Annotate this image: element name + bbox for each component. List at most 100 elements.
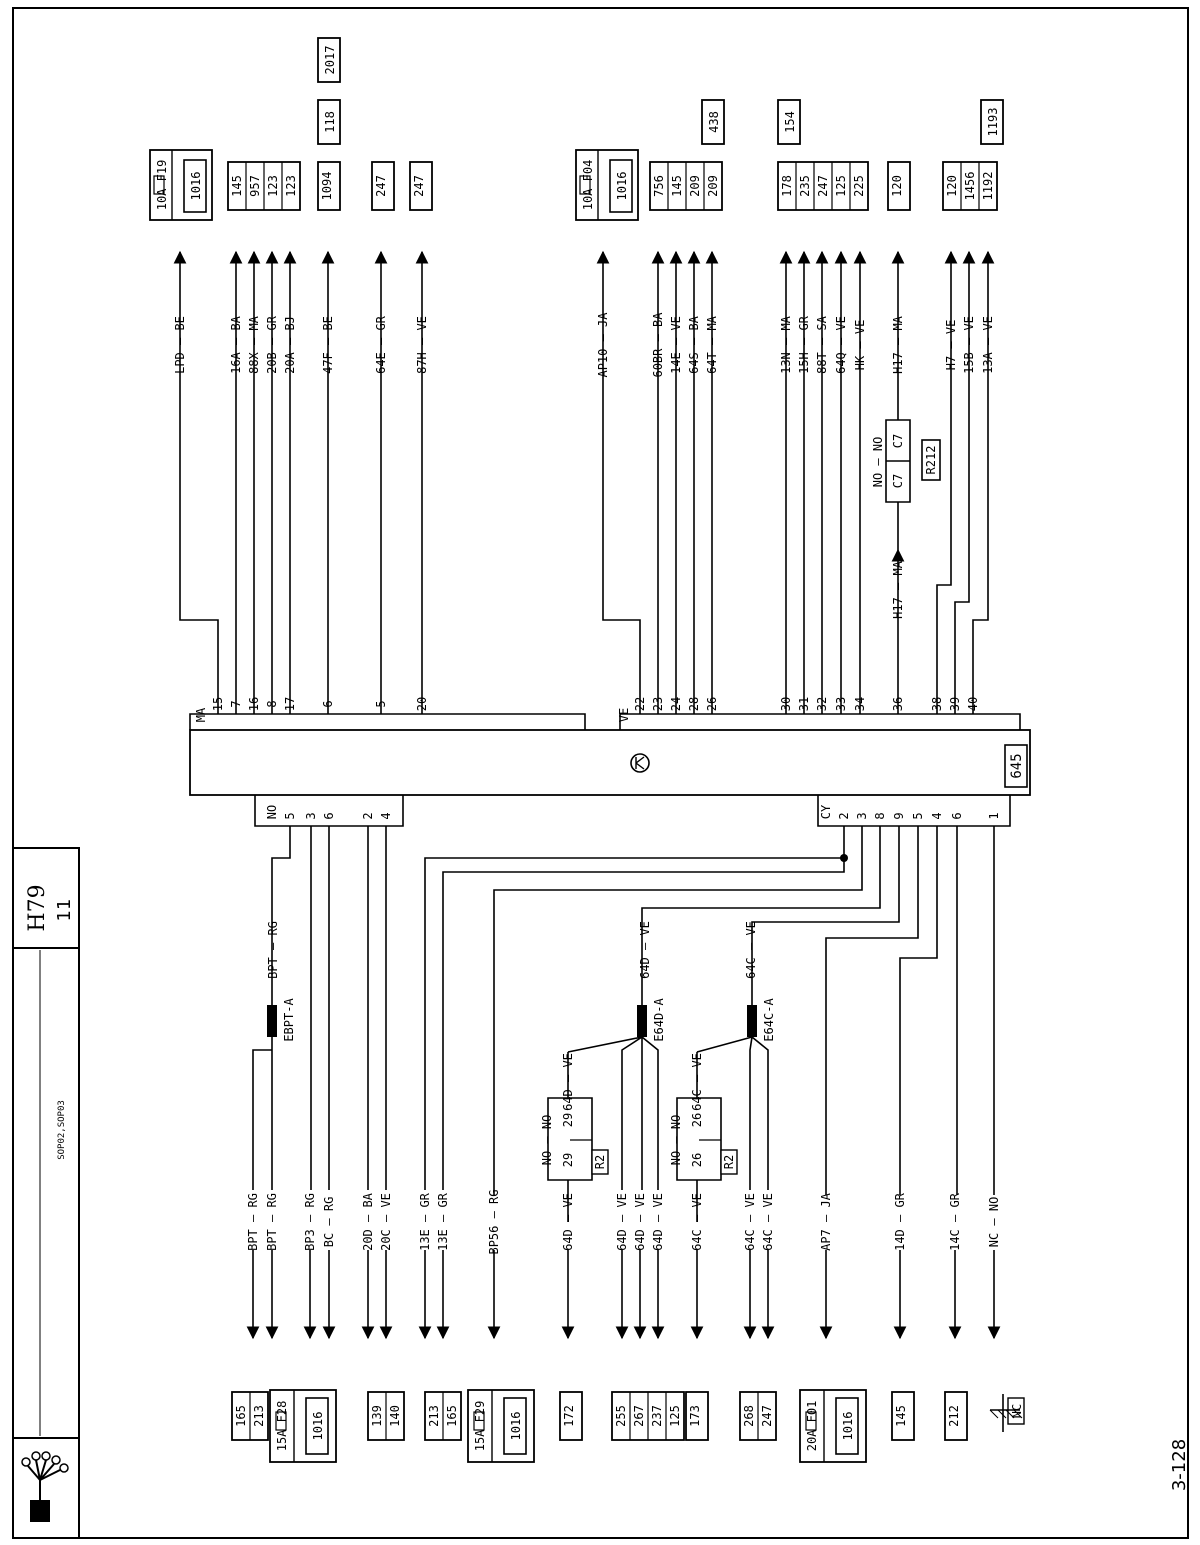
wire-label: 88T — SA: [815, 315, 829, 374]
connector-ve-label: VE: [617, 708, 631, 722]
svg-text:29: 29: [561, 1153, 575, 1167]
bottom-reference: 255 267 237 125: [611, 1391, 685, 1441]
wire-label: 15H — GR: [797, 315, 811, 374]
reference-number: 255: [614, 1405, 628, 1427]
variant-label: SOP02,SOP03: [57, 1100, 67, 1160]
reference-number: 140: [388, 1405, 402, 1427]
wire-label: 64D — VE: [633, 1193, 647, 1251]
pin-number: 3: [304, 812, 318, 819]
wire-label: 14C — GR: [948, 1192, 962, 1251]
wire-label: 64D — VE: [651, 1193, 665, 1251]
wire-label: 14E — VE: [669, 316, 683, 374]
relay-symbol-icon: [630, 753, 650, 773]
reference-number: 178: [780, 175, 794, 197]
fuse-box-number: 1016: [509, 1412, 523, 1441]
svg-text:29: 29: [561, 1113, 575, 1127]
reference-number: 120: [890, 175, 904, 197]
wire-label: 64Q — VE: [834, 316, 848, 374]
pin-number: 8: [873, 812, 887, 819]
component-id: 645: [1009, 753, 1025, 778]
wire-label: 47F — BE: [321, 316, 335, 374]
wire-label: 13N — MA: [779, 315, 793, 374]
fuse-label: 15A F28: [275, 1401, 289, 1452]
svg-text:64C — VE: 64C — VE: [690, 1053, 704, 1111]
connector-no-label: NO: [265, 805, 279, 819]
bottom-reference: 172: [559, 1391, 583, 1441]
reference-number: 123: [284, 175, 298, 197]
splice-ebpt-a: EBPT-A BPT — RG: [266, 921, 296, 1042]
reference-number: 267: [632, 1405, 646, 1427]
reference-number: 145: [894, 1405, 908, 1427]
wire-label: AP10 — JA: [596, 312, 610, 378]
reference-number: 237: [650, 1405, 664, 1427]
bottom-reference: NC: [1007, 1397, 1025, 1425]
bottom-reference: 212: [944, 1391, 968, 1441]
top-wire: [173, 250, 219, 714]
title-block: H79 11 SOP02,SOP03: [12, 847, 80, 1539]
wire-label: 20D — BA: [361, 1192, 375, 1251]
r212-no: NO — NO: [871, 437, 885, 488]
r212-c2: C7: [891, 434, 905, 448]
reference-number: 173: [688, 1405, 702, 1427]
fuse-label: 20A F01: [805, 1401, 819, 1452]
wire-route: [899, 826, 938, 1195]
reference-number: 125: [668, 1405, 682, 1427]
pin-number: 3: [855, 812, 869, 819]
top-reference: 10A F19 1016: [149, 149, 213, 221]
pin-number: 4: [930, 812, 944, 819]
svg-text:64C — VE: 64C — VE: [744, 921, 758, 979]
wire-label: 13E — GR: [418, 1192, 432, 1251]
wire-label: H7 — VE: [944, 320, 958, 371]
svg-text:NO — NO: NO — NO: [540, 1115, 554, 1166]
sheet-frame: [12, 7, 1189, 1539]
svg-text:26: 26: [690, 1113, 704, 1127]
svg-text:E64D-A: E64D-A: [652, 998, 666, 1042]
wire-route: [825, 826, 919, 1195]
wire-label: 64E — GR: [374, 315, 388, 374]
svg-text:NO — NO: NO — NO: [669, 1115, 683, 1166]
reference-number: 247: [412, 175, 426, 197]
wire-route: [424, 826, 845, 1190]
fuse-box-number: 1016: [189, 172, 203, 201]
pin-number: 5: [283, 812, 297, 819]
wire-route: [442, 858, 845, 1190]
bottom-reference: 173: [685, 1391, 709, 1441]
bottom-reference: 145: [891, 1391, 915, 1441]
wire-label: 13E — GR: [436, 1192, 450, 1251]
component-645: 645 MA VE NO CY: [189, 707, 1031, 827]
sheet-subcode: 11: [54, 899, 75, 922]
wire-label: AP7 — JA: [819, 1192, 833, 1251]
h17-lower-label: H17 — MA: [891, 560, 905, 619]
reference-number: 225: [852, 175, 866, 197]
reference-number: 212: [947, 1405, 961, 1427]
svg-text:BPT — RG: BPT — RG: [266, 921, 280, 979]
wire-label: BPT — RG: [246, 1193, 260, 1251]
wire-label: 64T — MA: [705, 315, 719, 374]
wire-label: NC — NO: [987, 1197, 1001, 1248]
wire-label: LPD — BE: [173, 316, 187, 374]
wire-route: [696, 826, 900, 1190]
reference-number: 145: [230, 175, 244, 197]
wire-label: 64C — VE: [743, 1193, 757, 1251]
wire-label: 20B — GR: [265, 315, 279, 374]
top-reference: 247: [409, 161, 433, 211]
svg-text:64D — VE: 64D — VE: [561, 1053, 575, 1111]
svg-text:R2: R2: [593, 1155, 607, 1169]
page-reference: 3-128: [1169, 1439, 1190, 1491]
reference-number: 213: [252, 1405, 266, 1427]
wire-label: 64S — BA: [687, 315, 701, 374]
reference-number: 213: [427, 1405, 441, 1427]
reference-number: 172: [562, 1405, 576, 1427]
reference-number: 268: [742, 1405, 756, 1427]
svg-text:64D — VE: 64D — VE: [638, 921, 652, 979]
fuse-label: 10A F19: [155, 160, 169, 211]
